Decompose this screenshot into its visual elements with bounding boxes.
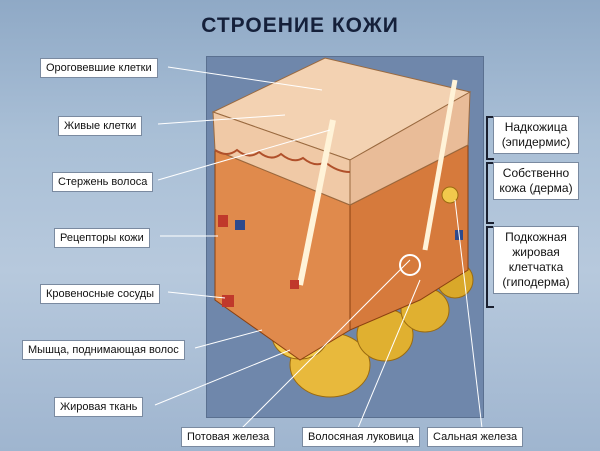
- sebaceous-gland: [441, 186, 459, 204]
- leader-line: [157, 114, 286, 125]
- label-hypodermis: Подкожная жировая клетчатка (гиподерма): [493, 226, 579, 294]
- blood-vessel-red: [290, 280, 299, 289]
- leader-line: [167, 291, 226, 299]
- leader-line: [357, 279, 421, 429]
- label-arrector-muscle: Мышца, поднимающая волос: [22, 340, 185, 360]
- leader-line: [454, 199, 483, 429]
- label-blood-vessels: Кровеносные сосуды: [40, 284, 161, 304]
- sweat-gland: [399, 254, 421, 276]
- leader-line: [194, 329, 263, 349]
- label-dermis: Собственно кожа (дерма): [493, 162, 579, 200]
- bracket-hypodermis: [486, 226, 494, 308]
- label-living-cells: Живые клетки: [58, 116, 143, 136]
- label-hair-bulb: Волосяная луковица: [302, 427, 420, 447]
- label-skin-receptors: Рецепторы кожи: [54, 228, 150, 248]
- label-hair-shaft: Стержень волоса: [52, 172, 154, 192]
- blood-vessel-blue: [235, 220, 245, 230]
- leader-line: [157, 129, 331, 181]
- blood-vessel-red: [222, 295, 234, 307]
- bracket-epidermis: [486, 116, 494, 160]
- bracket-dermis: [486, 162, 494, 224]
- diagram-title: СТРОЕНИЕ КОЖИ: [201, 14, 399, 37]
- leader-line: [241, 259, 411, 429]
- blood-vessel-red: [218, 215, 228, 227]
- epidermis-side: [349, 91, 471, 206]
- label-keratinized-cells: Ороговевшие клетки: [40, 58, 158, 78]
- label-sweat-gland: Потовая железа: [181, 427, 276, 447]
- hair-shaft: [297, 119, 336, 286]
- label-sebaceous-gland: Сальная железа: [427, 427, 524, 447]
- leader-lines: [154, 66, 483, 429]
- leader-line: [154, 349, 291, 406]
- hair-shaft: [422, 79, 458, 251]
- leader-line: [167, 66, 323, 91]
- label-epidermis: Надкожица (эпидермис): [493, 116, 579, 154]
- label-fat-tissue: Жировая ткань: [54, 397, 144, 417]
